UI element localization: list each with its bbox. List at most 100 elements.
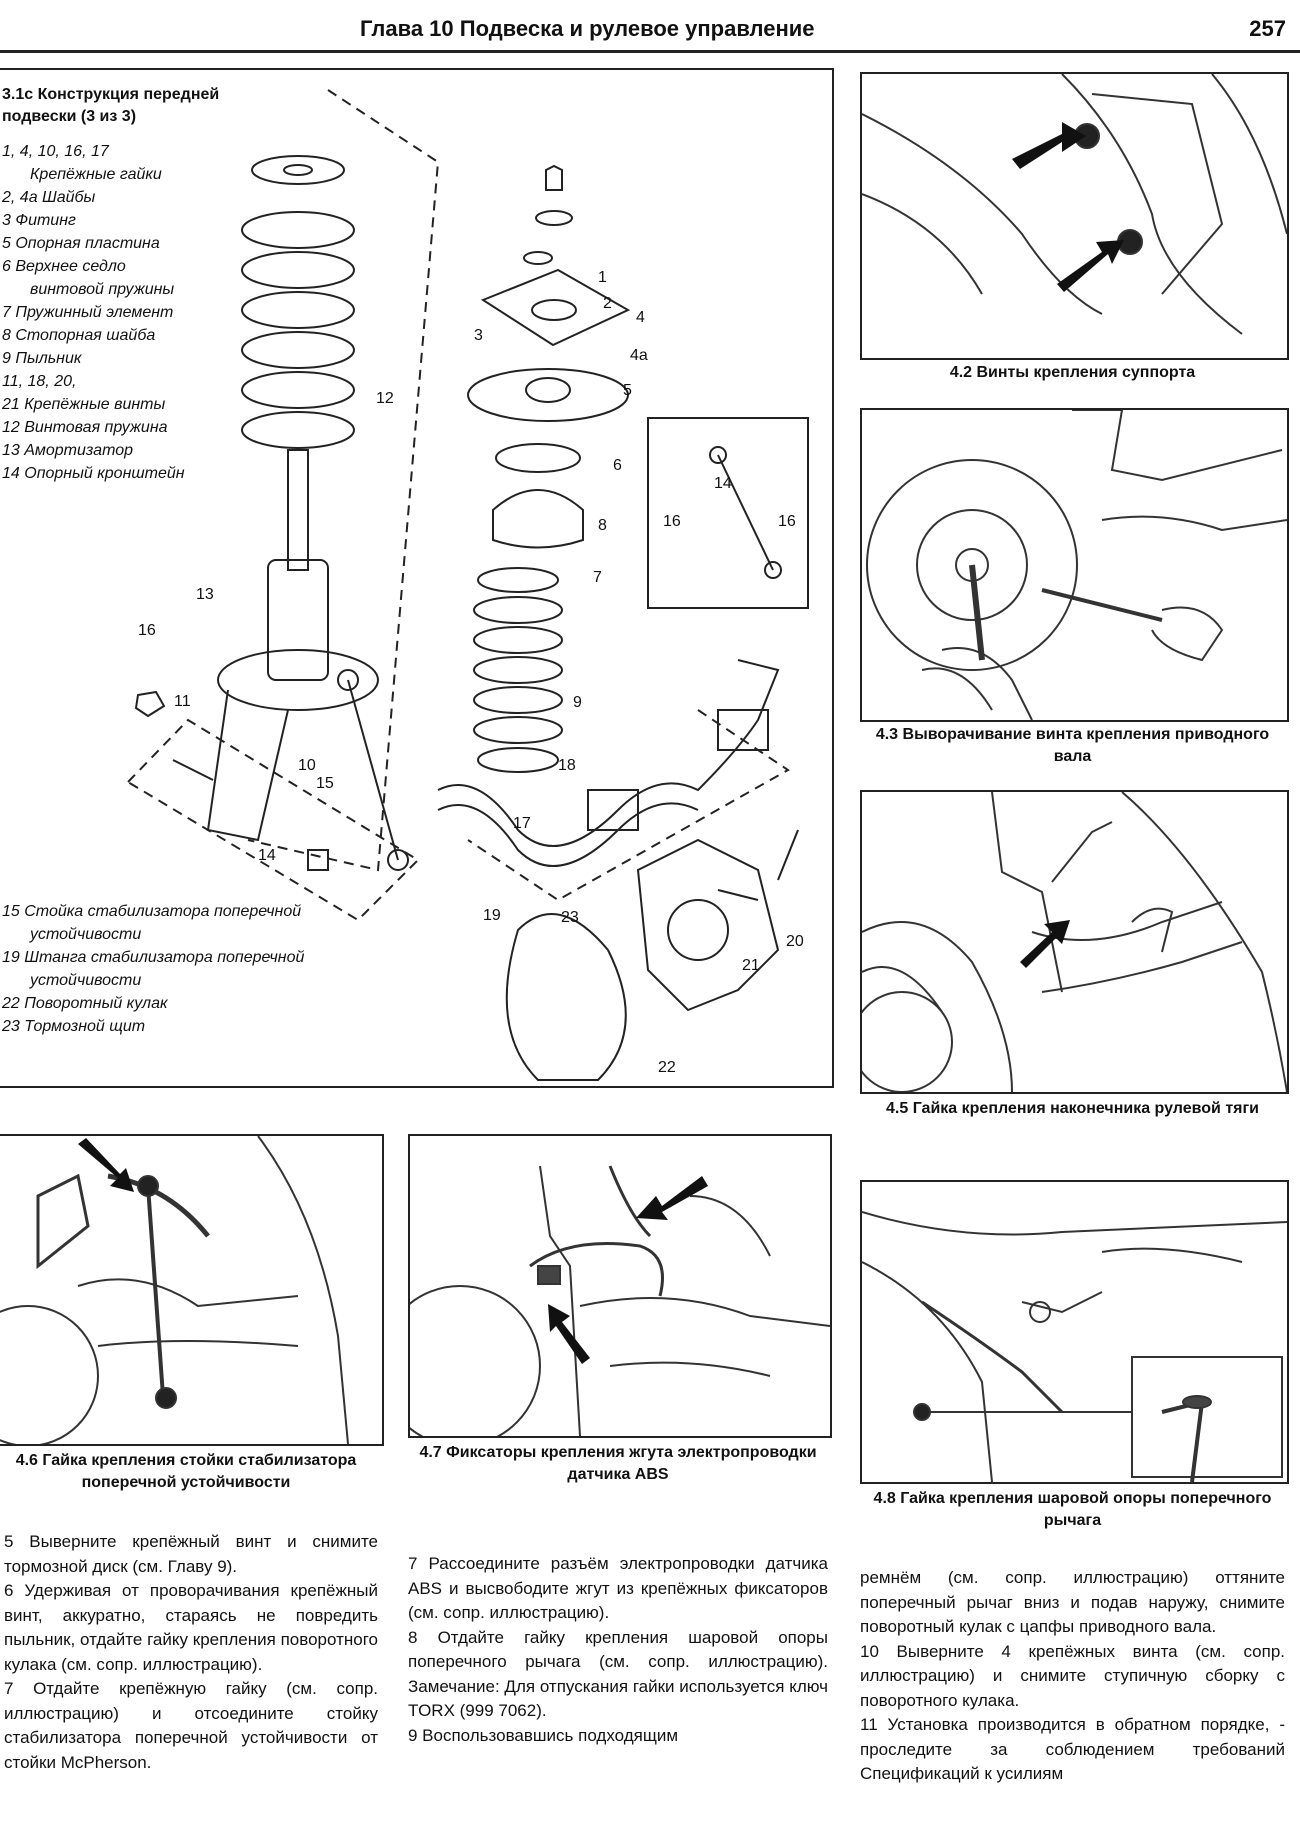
paragraph: ремнём (см. сопр. иллюстрацию) оттяните … [860,1568,1285,1636]
bolt-21 [717,889,759,901]
seat-6-center [525,377,571,403]
link-ball-joint [337,669,359,691]
caliper-photo-drawing [862,74,1287,335]
arrow-icon [1057,240,1124,292]
legend-line: 14 Опорный кронштейн [2,465,185,482]
paragraph: 8 Отдайте гайку крепления шаровой опоры … [408,1627,828,1721]
suspension-exploded-drawing: 1 2 3 4 4a 5 6 7 8 9 10 11 12 13 14 15 1… [126,89,809,1081]
wrench [36,1173,90,1270]
spring-seat-shape [251,155,345,185]
legend-line: 3 Фитинг [2,212,76,229]
page-header: Глава 10 Подвеска и рулевое управление 2… [0,0,1300,53]
callout-23: 23 [561,909,579,926]
photo-4-8 [860,1180,1289,1484]
legend-line: 6 Верхнее седло [2,258,126,275]
screwdriver [1041,588,1163,622]
link-ball-joint [387,849,409,871]
legend-line: 5 Опорная пластина [2,235,160,252]
paragraph: 7 Отдайте крепёжную гайку (см. сопр. илл… [4,1679,378,1772]
callout-3: 3 [474,327,483,344]
callout-21: 21 [742,957,760,974]
inset-closeup [1131,1356,1283,1478]
damper-rod [287,449,309,571]
boot [1131,907,1174,953]
abs-wire [608,1165,652,1238]
callout-9: 9 [573,694,582,711]
link-ball-joint [764,561,782,579]
photo-4-7 [408,1134,832,1438]
abs-harness-photo-drawing [410,1165,830,1436]
steering-knuckle-22 [636,838,780,1012]
stabilizer-bar-19 [437,659,780,847]
hand-2 [1151,606,1224,662]
legend-line: 21 Крепёжные винты [2,396,166,413]
legend-line: 13 Амортизатор [2,442,134,459]
stabilizer-link-left [347,679,399,861]
legend-line: 9 Пыльник [2,350,82,367]
paragraph: 6 Удерживая от проворачивания крепёжный … [4,1581,378,1674]
inset-callout-17: 16 [663,513,681,530]
inset-callout-15: 14 [714,475,732,492]
hub [916,509,1028,621]
callout-22: 22 [658,1059,676,1076]
caption-4-5: 4.5 Гайка крепления наконечника рулевой … [886,1100,1259,1117]
legend-line: 15 Стойка стабилизатора поперечной [2,903,302,920]
knuckle-bore [667,899,729,961]
bar-bushing [717,709,769,751]
diagram-heading: 3.1c Конструкция передней подвески (3 из… [2,86,220,125]
photo-4-5 [860,790,1289,1094]
photo-4-2 [860,72,1289,360]
paragraph: 10 Выверните 4 крепёжных винта (см. сопр… [860,1641,1285,1710]
bolt-11-shape [172,759,214,781]
legend-line: устойчивости [30,926,142,943]
callout-2: 2 [603,295,612,312]
caption-4-6: 4.6 Гайка крепления стойки стабилизатора… [15,1452,357,1491]
coil-spring-shape [241,211,355,449]
callout-8: 8 [598,517,607,534]
bracket-14-shape [307,849,329,871]
hand [941,647,1033,720]
damper-seat [217,649,379,711]
text-column-2: 7 Рассоедините разъём электропроводки да… [408,1552,828,1748]
chapter-title: Глава 10 Подвеска и рулевое управление [360,16,815,41]
paragraph: 11 Установка производится в обратном пор… [860,1715,1285,1783]
ball-joint-photo-drawing [862,1211,1287,1482]
callout-20: 20 [786,933,804,950]
inset-frame [647,417,809,609]
photo-4-3 [860,408,1289,722]
arrow-icon [1012,122,1086,169]
inset-callout-17b: 16 [778,513,796,530]
callout-13: 13 [196,586,214,603]
harness-clip [537,1265,561,1285]
wrench [969,564,985,661]
brake-shield-23 [505,913,627,1081]
callout-6: 6 [613,457,622,474]
paragraph: 9 Воспользовавшись подходящим [408,1725,679,1745]
callout-12: 12 [376,390,394,407]
top-plate-hole [531,299,577,321]
callout-15: 15 [316,775,334,792]
legend-line: 2, 4a Шайбы [2,189,96,206]
callout-14: 14 [258,847,276,864]
arrow-icon [548,1304,590,1364]
bump-stop-1 [545,164,563,191]
ball-joint-nut [913,1403,931,1421]
legend-bottom: 15 Стойка стабилизатора поперечной устой… [2,900,382,1038]
legend-line: 22 Поворотный кулак [2,995,168,1012]
legend-line: 23 Тормозной щит [2,1018,146,1035]
legend-line: 1, 4, 10, 16, 17 [2,143,109,160]
callout-17: 17 [513,815,531,832]
callout-11: 11 [174,693,191,710]
paragraph: 7 Рассоедините разъём электропроводки да… [408,1554,828,1622]
legend-line: винтовой пружины [30,281,175,298]
washer-2 [535,210,573,226]
seat-6 [467,368,629,422]
strut-bracket [206,689,289,842]
caption-4-2: 4.2 Винты крепления суппорта [949,364,1196,381]
arrow-icon [78,1138,134,1192]
callout-10: 10 [298,757,316,774]
spring-seat-hole [283,164,313,176]
arrow-icon [636,1176,708,1220]
caption-4-8: 4.8 Гайка крепления шаровой опоры попере… [873,1490,1272,1529]
callout-4: 4 [636,309,645,326]
